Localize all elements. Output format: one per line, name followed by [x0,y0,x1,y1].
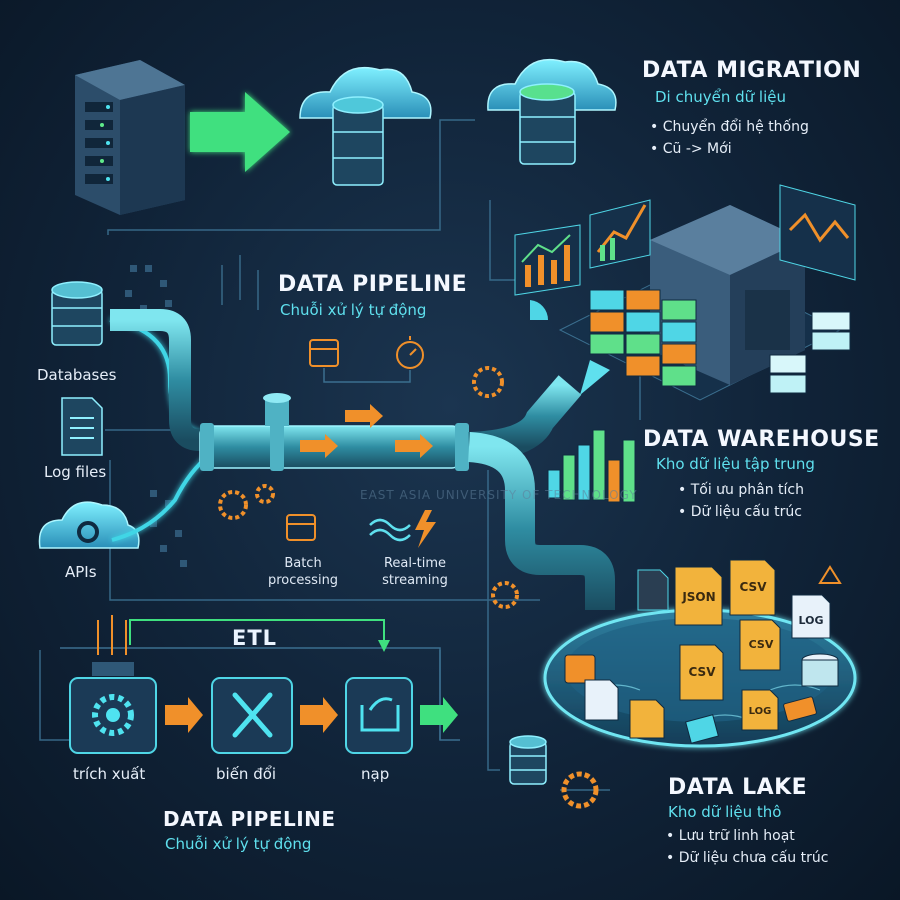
source-label-databases: Databases [37,366,117,384]
file-label-log: LOG [798,614,824,627]
etl-step-transform: biến đổi [216,765,277,783]
gear-icon [561,771,599,809]
migration-bullets: • Chuyển đổi hệ thống • Cũ -> Mới [650,116,809,160]
migration-bullet: • Cũ -> Mới [650,141,732,157]
cloud-database-icon [299,66,432,186]
etl-step-extract: trích xuất [73,765,146,783]
migration-arrow [190,92,290,172]
etl-title: ETL [232,626,278,650]
file-label-log: LOG [748,706,772,717]
lightning-icon [415,510,436,548]
stopwatch-icon [396,336,424,369]
lake-bullets: • Lưu trữ linh hoạt • Dữ liệu chưa cấu t… [666,825,828,869]
lake-subtitle: Kho dữ liệu thô [668,803,782,821]
document-icon [61,397,103,456]
wave-icon [369,518,411,542]
file-label-csv: CSV [739,580,767,594]
lake-bullet: • Dữ liệu chưa cấu trúc [666,850,829,866]
lake-title: DATA LAKE [668,775,808,800]
calendar-icon [286,514,316,541]
file-label-json: JSON [682,590,716,604]
pipeline-bottom-subtitle: Chuỗi xử lý tự động [165,835,312,853]
source-label-logfiles: Log files [44,463,107,481]
pie-chart-icon [530,300,549,320]
migration-bullet: • Chuyển đổi hệ thống [650,119,809,135]
gear-icon [92,694,134,736]
file-label-csv: CSV [748,638,774,651]
pipeline-top-subtitle: Chuỗi xử lý tự động [280,301,427,319]
warehouse-subtitle: Kho dữ liệu tập trung [656,455,815,473]
migration-title: DATA MIGRATION [642,58,862,83]
warehouse-bullets: • Tối ưu phân tích • Dữ liệu cấu trúc [678,479,804,523]
gear-icon [218,366,519,609]
calendar-icon [309,339,339,367]
storage-cubes [589,289,851,394]
lake-bullet: • Lưu trữ linh hoạt [666,828,795,844]
pipeline-top-title: DATA PIPELINE [278,272,468,297]
database-icon [509,735,547,785]
etl-step-load: nạp [361,765,390,783]
cloud-gear-icon [38,501,140,549]
warehouse-bullet: • Tối ưu phân tích [678,482,804,498]
pipeline-bottom-title: DATA PIPELINE [163,807,336,831]
bar-chart-icon [514,184,856,296]
cloud-database-icon [487,58,617,165]
source-label-apis: APIs [65,563,97,581]
server-icon [75,60,185,215]
warehouse-title: DATA WAREHOUSE [643,427,880,452]
migration-subtitle: Di chuyển dữ liệu [655,88,786,106]
warehouse-bullet: • Dữ liệu cấu trúc [678,504,802,520]
database-icon [51,281,103,346]
load-arrow-icon [360,697,400,732]
file-label-csv: CSV [688,665,716,679]
watermark: EAST ASIA UNIVERSITY OF TECHNOLOGY [360,488,638,502]
bar-chart-icon [547,429,636,503]
wrench-screwdriver-icon [232,692,273,738]
file-icons [564,559,839,744]
